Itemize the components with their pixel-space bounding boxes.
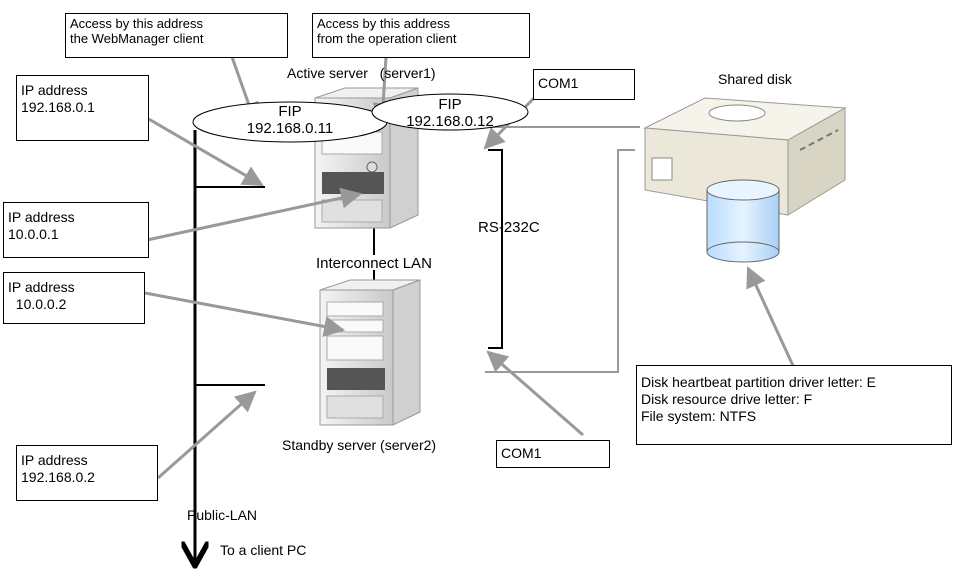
- rs232c-bracket: [488, 149, 503, 349]
- ip-box-interconnect-standby: IP address 10.0.0.2: [3, 272, 145, 324]
- ip1-title: IP address: [21, 82, 88, 98]
- disk-link-standby: [485, 149, 635, 373]
- ip-box-public-active: IP address 192.168.0.1: [16, 75, 149, 141]
- ip2-address: 10.0.0.1: [8, 226, 59, 242]
- access-webmanager-line1: Access by this address: [70, 16, 203, 31]
- public-lan-label: Public-LAN: [187, 507, 258, 523]
- ip4-title: IP address: [21, 452, 88, 468]
- ip2-title: IP address: [8, 209, 75, 225]
- fip1-label: FIP 192.168.0.11: [230, 103, 350, 137]
- access-webmanager-line2: the WebManager client: [70, 31, 204, 46]
- disk-volume-icon: [706, 179, 780, 263]
- arrow-disk-info: [746, 266, 797, 371]
- rs232c-label: RS-232C: [478, 219, 540, 236]
- access-webmanager-box: Access by this address the WebManager cl…: [65, 13, 288, 58]
- disk-heartbeat-text: Disk heartbeat partition driver letter: …: [641, 374, 876, 390]
- standby-server-label: Standby server (server2): [282, 437, 437, 453]
- active-server-label: Active server (server1): [287, 65, 436, 81]
- fip1-title: FIP: [278, 103, 302, 120]
- arrow-ip2: [146, 187, 363, 242]
- access-operation-line2: from the operation client: [317, 31, 457, 46]
- com1-top-box: COM1: [533, 69, 635, 100]
- fip2-label: FIP 192.168.0.12: [390, 96, 510, 130]
- arrow-ip1: [146, 116, 264, 187]
- fip2-title: FIP: [438, 96, 462, 113]
- shared-disk-label: Shared disk: [718, 71, 792, 87]
- ip3-address: 10.0.0.2: [8, 296, 67, 312]
- ip3-title: IP address: [8, 279, 75, 295]
- ip-box-public-standby: IP address 192.168.0.2: [16, 445, 158, 501]
- arrow-ip4: [157, 390, 257, 480]
- access-operation-line1: Access by this address: [317, 16, 450, 31]
- access-operation-box: Access by this address from the operatio…: [312, 13, 530, 58]
- standby-server-icon: [319, 279, 421, 426]
- fip2-ellipse: [371, 93, 529, 131]
- com1-top-label: COM1: [538, 75, 579, 91]
- ip4-address: 192.168.0.2: [21, 469, 95, 485]
- ip-box-interconnect-active: IP address 10.0.0.1: [3, 202, 149, 258]
- arrow-ip3: [144, 291, 346, 337]
- com1-bottom-box: COM1: [496, 440, 610, 468]
- disk-resource-text: Disk resource drive letter: F: [641, 391, 813, 407]
- ip1-address: 192.168.0.1: [21, 99, 95, 115]
- disk-info-box: Disk heartbeat partition driver letter: …: [636, 365, 952, 445]
- file-system-text: File system: NTFS: [641, 408, 757, 424]
- interconnect-label: Interconnect LAN: [316, 255, 432, 272]
- fip2-address: 192.168.0.12: [406, 113, 494, 130]
- com1-bottom-label: COM1: [501, 445, 542, 461]
- arrow-com1-bottom: [486, 350, 584, 437]
- fip1-address: 192.168.0.11: [246, 120, 334, 137]
- to-client-label: To a client PC: [220, 542, 307, 558]
